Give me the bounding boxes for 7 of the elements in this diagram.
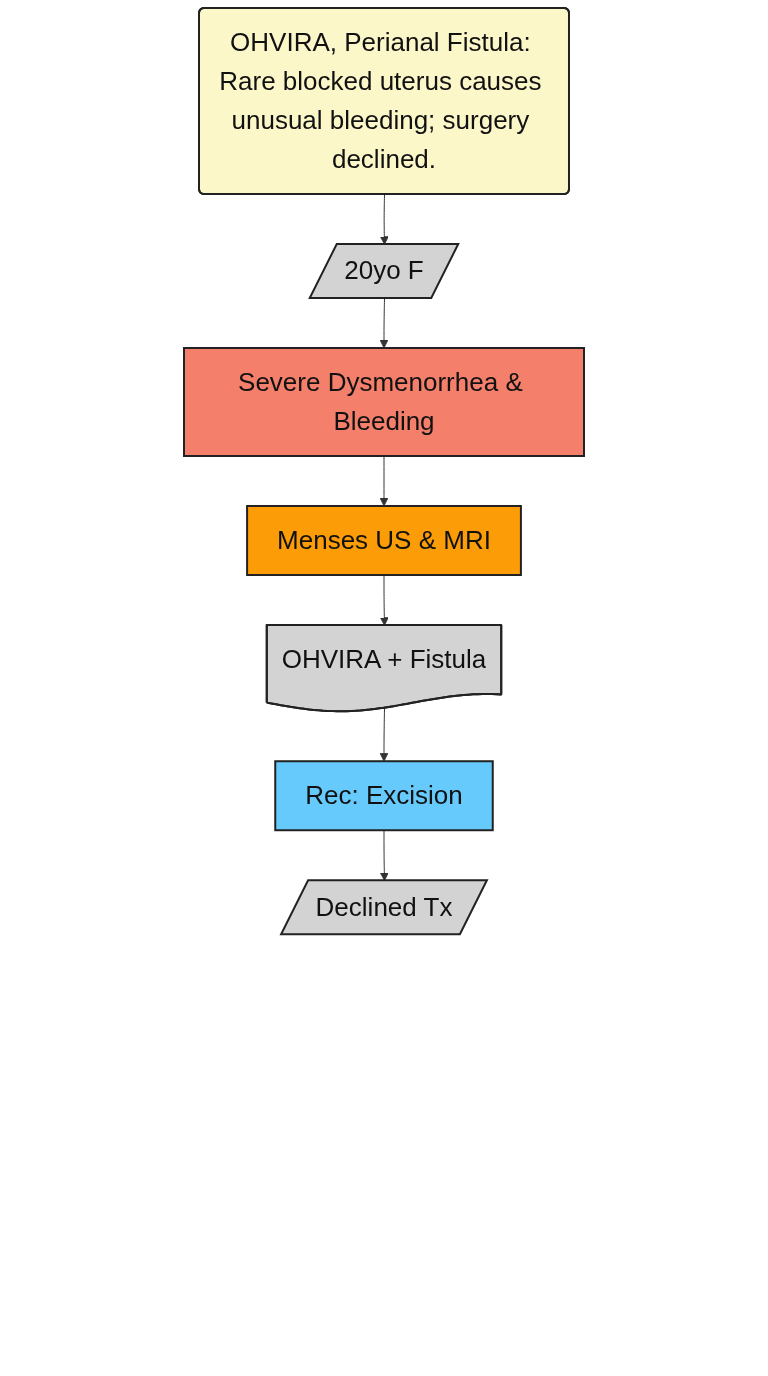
arrow xyxy=(379,194,389,245)
arrow xyxy=(379,707,389,762)
node-box: Severe Dysmenorrhea & Bleeding xyxy=(183,347,585,457)
node-box: Menses US & MRI xyxy=(246,505,522,576)
node-box: Rec: Excision xyxy=(274,760,494,832)
arrow xyxy=(379,298,389,349)
arrow xyxy=(379,455,389,507)
